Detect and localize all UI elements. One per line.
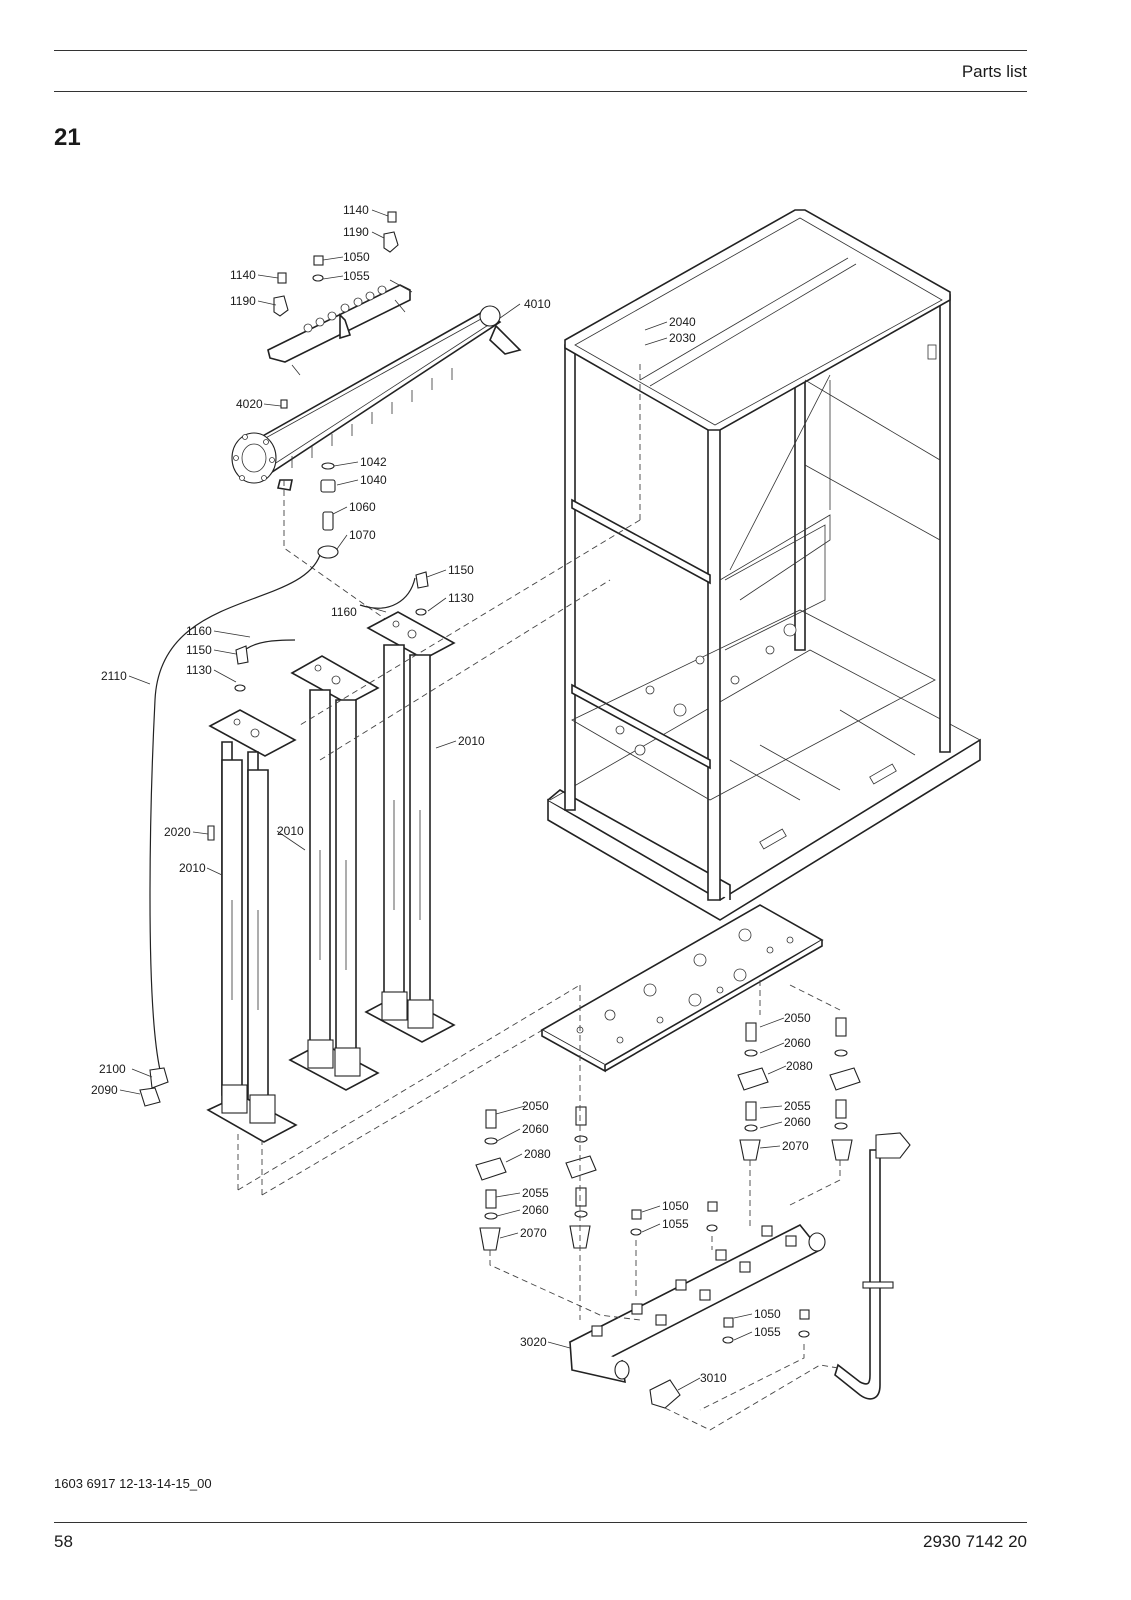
footer-rule (54, 1522, 1027, 1523)
callout-3020: 3020 (520, 1335, 547, 1349)
callout-2040: 2040 (669, 315, 696, 329)
frame-assembly (547, 209, 981, 921)
section-number: 21 (54, 124, 81, 151)
callout-2055: 2055 (784, 1099, 811, 1113)
callout-2060: 2060 (784, 1115, 811, 1129)
bottom-manifold-3020 (568, 1223, 826, 1409)
callout-2070: 2070 (520, 1226, 547, 1240)
long-manifold-4010 (231, 305, 522, 641)
callout-2010: 2010 (179, 861, 206, 875)
filter-column-3 (364, 611, 456, 1043)
valve-set-right (737, 1017, 861, 1161)
callout-1050: 1050 (754, 1307, 781, 1321)
callout-1055: 1055 (343, 269, 370, 283)
callout-2100: 2100 (99, 1062, 126, 1076)
callout-2050: 2050 (784, 1011, 811, 1025)
top-manifold (267, 211, 413, 376)
callout-1050: 1050 (662, 1199, 689, 1213)
screw-2020 (207, 825, 215, 841)
callout-2060: 2060 (522, 1203, 549, 1217)
callout-1190: 1190 (343, 225, 369, 239)
callout-2010: 2010 (277, 824, 304, 838)
drain-pipe (834, 1132, 911, 1400)
callout-4010: 4010 (524, 297, 551, 311)
callout-2110: 2110 (101, 669, 127, 683)
callout-3010: 3010 (700, 1371, 727, 1385)
leader-lines (119, 209, 787, 1391)
base-plate (540, 904, 824, 1073)
callout-1055: 1055 (662, 1217, 689, 1231)
callout-1150: 1150 (186, 643, 212, 657)
callout-labels: 1140 1190 1050 1055 1140 1190 4010 2040 … (91, 203, 813, 1385)
callout-2055: 2055 (522, 1186, 549, 1200)
header-rule-bottom (54, 91, 1027, 92)
connector-stack (139, 462, 429, 1107)
callout-2030: 2030 (669, 331, 696, 345)
callout-1055: 1055 (754, 1325, 781, 1339)
callout-1140: 1140 (343, 203, 369, 217)
document-number: 2930 7142 20 (923, 1532, 1027, 1551)
callout-1130: 1130 (186, 663, 212, 677)
callout-2070: 2070 (782, 1139, 809, 1153)
callout-1042: 1042 (360, 455, 387, 469)
callout-2080: 2080 (786, 1059, 813, 1073)
small-caps (630, 1201, 810, 1344)
callout-2060: 2060 (522, 1122, 549, 1136)
callout-2060: 2060 (784, 1036, 811, 1050)
filter-column-1 (206, 709, 298, 1143)
callout-1070: 1070 (349, 528, 376, 542)
callout-1160: 1160 (186, 624, 212, 638)
callout-1140: 1140 (230, 268, 256, 282)
valve-set-left (475, 1106, 597, 1251)
callout-1050: 1050 (343, 250, 370, 264)
callout-1130: 1130 (448, 591, 474, 605)
callout-2050: 2050 (522, 1099, 549, 1113)
page-number: 58 (54, 1532, 73, 1551)
drawing-id: 1603 6917 12-13-14-15_00 (54, 1476, 212, 1491)
callout-1040: 1040 (360, 473, 387, 487)
page-header-title: Parts list (961, 62, 1027, 81)
callout-1160: 1160 (331, 605, 357, 619)
callout-1190: 1190 (230, 294, 256, 308)
callout-1150: 1150 (448, 563, 474, 577)
callout-2020: 2020 (164, 825, 191, 839)
callout-2010: 2010 (458, 734, 485, 748)
callout-2080: 2080 (524, 1147, 551, 1161)
callout-1060: 1060 (349, 500, 376, 514)
filter-column-2 (288, 655, 380, 1091)
header-rule-top (54, 50, 1027, 51)
callout-4020: 4020 (236, 397, 263, 411)
callout-2090: 2090 (91, 1083, 118, 1097)
